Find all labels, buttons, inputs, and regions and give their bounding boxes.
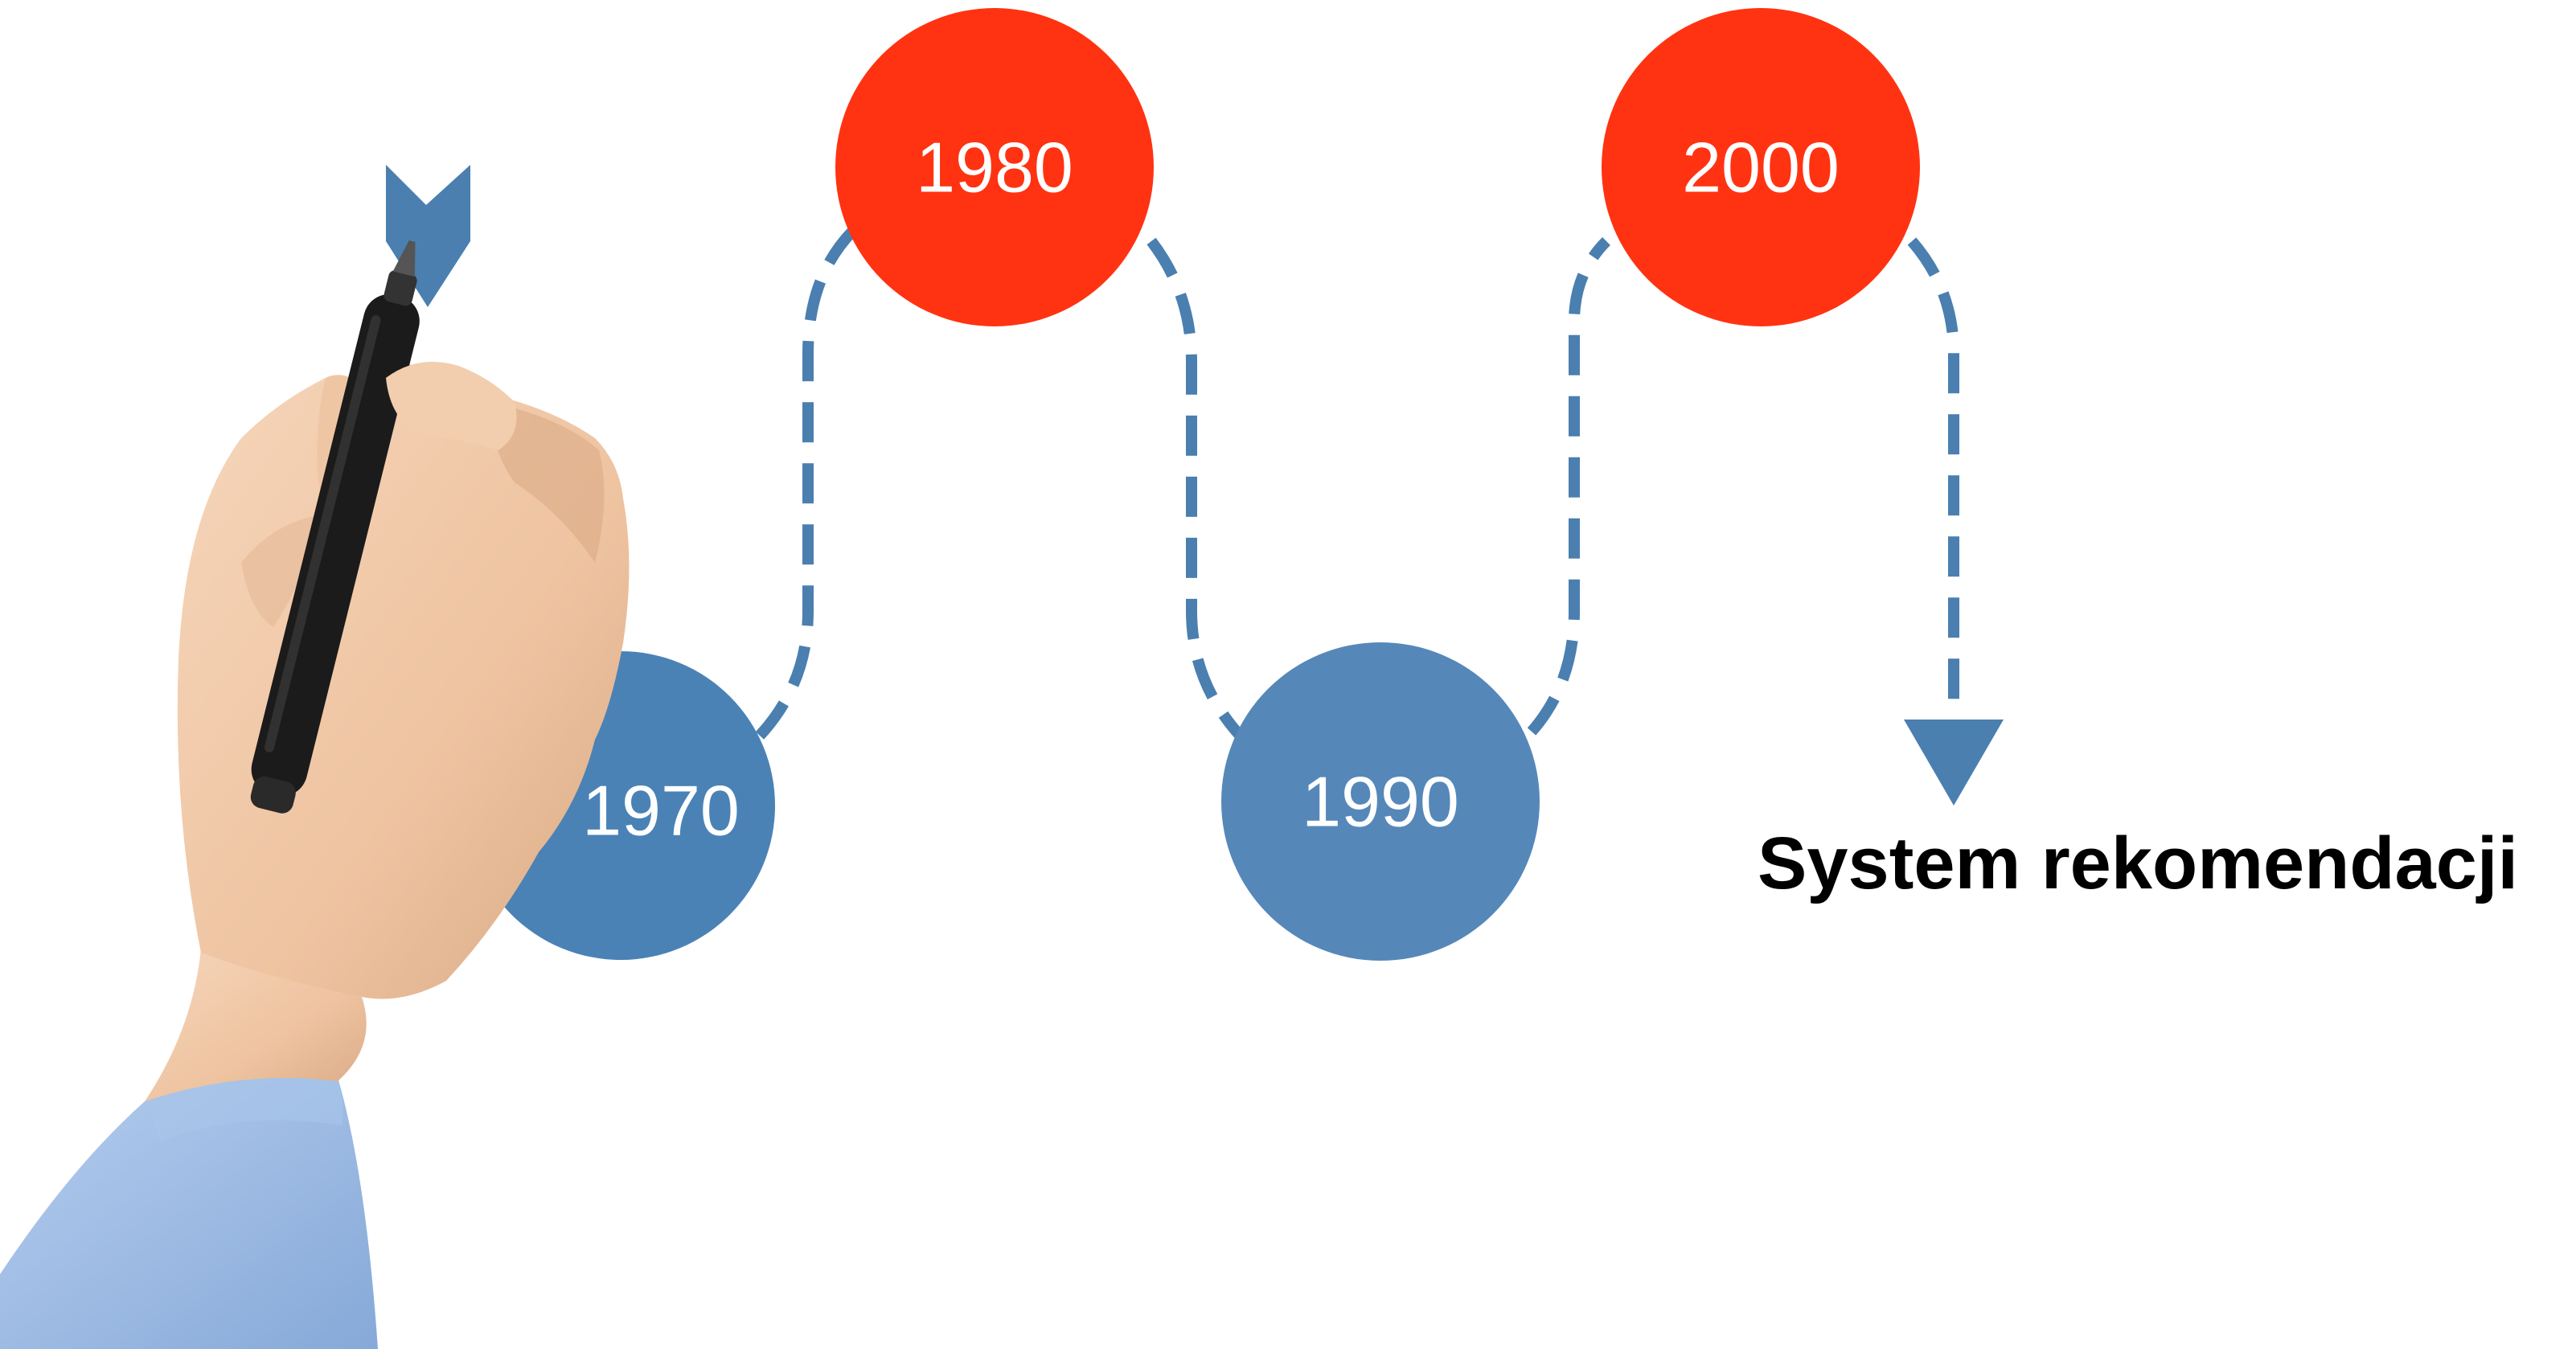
path-segment-1970-1980 [755, 228, 857, 740]
milestone-year-1980: 1980 [916, 128, 1073, 207]
marker-pen [250, 240, 420, 814]
hand-wrist [145, 949, 367, 1101]
hand-holding-marker-icon [0, 240, 630, 1349]
path-segment-1980-1990 [1146, 237, 1247, 742]
milestone-1990: 1990 [1221, 642, 1540, 961]
milestone-circle-1990 [1221, 642, 1540, 961]
end-arrowhead-icon [1904, 720, 2004, 806]
milestone-year-1970: 1970 [582, 771, 740, 851]
milestone-2000: 2000 [1602, 8, 1920, 326]
milestone-year-1990: 1990 [1302, 762, 1459, 842]
path-segment-1990-2000 [1527, 237, 1611, 736]
milestone-1980: 1980 [835, 8, 1154, 326]
milestone-circle-2000 [1602, 8, 1920, 326]
shirt-sleeve [0, 1074, 378, 1349]
milestone-circle-1980 [835, 8, 1154, 326]
hand-index-finger [386, 362, 517, 450]
hand-palm [177, 363, 630, 999]
timeline-path [755, 228, 1959, 742]
path-segment-2000-end [1907, 237, 1959, 716]
end-label: System rekomendacji [1758, 822, 2518, 904]
milestone-year-2000: 2000 [1682, 128, 1840, 207]
